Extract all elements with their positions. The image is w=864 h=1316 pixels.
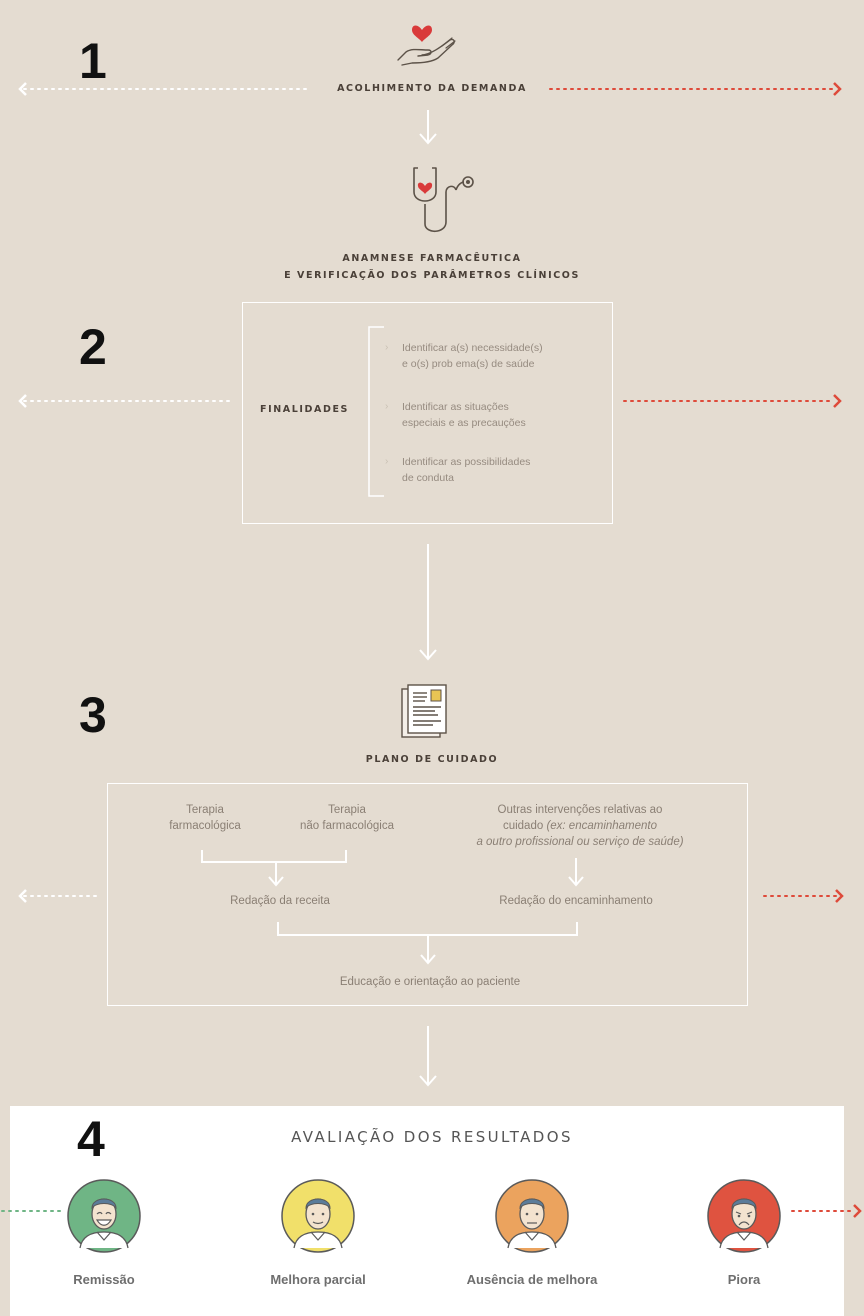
outcome-label-ausencia-de-melhora: Ausência de melhora [466,1272,598,1287]
finalidades-label: FINALIDADES [260,404,349,415]
outras-intervencoes-line-3-italic: a outro profissional ou serviço de saúde… [476,836,684,848]
dotted-arrow-worsening [791,1204,862,1218]
outras-intervencoes-line-3: a outro profissional ou serviço de saúde… [440,834,720,850]
finalidade-item-3-line-1: Identificar as possibilidades [402,456,531,468]
care-plan-document-icon [401,684,447,738]
terapia-farmacologica: Terapia farmacológica [150,802,260,834]
finalidade-item-3: › Identificar as possibilidades de condu… [385,454,531,486]
step-number-4: 4 [77,1111,105,1167]
down-arrow-1 [419,110,437,145]
dotted-arrow-left-3 [18,889,99,903]
evaluation-panel [10,1106,844,1316]
finalidade-item-3-line-2: de conduta [402,472,454,484]
dotted-arrow-remission [1,1210,63,1212]
terapia-nao-farmacologica-line-2: não farmacológica [300,820,394,832]
step-number-3: 3 [79,687,107,743]
outras-intervencoes-line-2: cuidado (ex: encaminhamento [440,818,720,834]
outras-intervencoes-line-2-plain: cuidado [502,820,547,832]
finalidade-item-2-line-2: especiais e as precauções [402,417,526,429]
finalidades-box [242,302,613,524]
outcome-label-melhora-parcial: Melhora parcial [270,1272,366,1287]
outras-intervencoes-line-2-italic: (ex: encaminhamento [546,820,658,832]
stethoscope-heart-icon [413,167,474,233]
finalidade-item-2-line-1: Identificar as situações [402,401,509,413]
step-3-title: PLANO DE CUIDADO [365,754,499,765]
educacao-orientacao: Educação e orientação ao paciente [339,976,521,988]
terapia-farmacologica-line-2: farmacológica [169,820,241,832]
finalidade-item-1-line-2: e o(s) prob ema(s) de saúde [402,358,535,370]
finalidade-item-1-line-1: Identificar a(s) necessidade(s) [402,342,543,354]
plano-box [107,783,748,1006]
finalidade-item-2: › Identificar as situações especiais e a… [385,399,526,431]
down-arrow-3 [419,1026,437,1087]
outras-intervencoes: Outras intervenções relativas ao cuidado… [440,802,720,850]
step-number-2: 2 [79,319,107,375]
down-arrow-2 [419,544,437,661]
patient-face-icon [281,1179,355,1253]
step-4-title: AVALIAÇÃO DOS RESULTADOS [291,1128,573,1146]
step-2-title-line-1: ANAMNESE FARMACÊUTICA [342,253,522,264]
patient-face-icon [495,1179,569,1253]
patient-face-icon [67,1179,141,1253]
hand-heart-icon [397,25,456,66]
terapia-nao-farmacologica-line-1: Terapia [328,804,366,816]
dotted-arrow-right-1 [549,82,842,96]
patient-face-icon [707,1179,781,1253]
dotted-arrow-right-3 [763,889,844,903]
terapia-nao-farmacologica: Terapia não farmacológica [282,802,412,834]
step-number-1: 1 [79,33,107,89]
dotted-arrow-left-2 [18,394,231,408]
chevron-right-icon: › [385,456,389,467]
redacao-encaminhamento: Redação do encaminhamento [499,895,653,907]
outras-intervencoes-line-1: Outras intervenções relativas ao [497,804,663,816]
dotted-arrow-left-1 [18,82,311,96]
step-2-title-line-2: E VERIFICAÇÃO DOS PARÂMETROS CLÍNICOS [284,270,580,281]
plano-connectors [201,850,584,965]
outcome-label-remissao: Remissão [73,1272,135,1287]
terapia-farmacologica-line-1: Terapia [186,804,224,816]
dotted-arrow-right-2 [623,394,842,408]
outcome-label-piora: Piora [727,1272,761,1287]
finalidade-item-1: › Identificar a(s) necessidade(s) e o(s)… [385,340,543,372]
finalidades-bracket [368,326,384,497]
step-1-title: ACOLHIMENTO DA DEMANDA [337,83,527,94]
chevron-right-icon: › [385,401,389,412]
chevron-right-icon: › [385,342,389,353]
redacao-receita: Redação da receita [230,895,330,907]
